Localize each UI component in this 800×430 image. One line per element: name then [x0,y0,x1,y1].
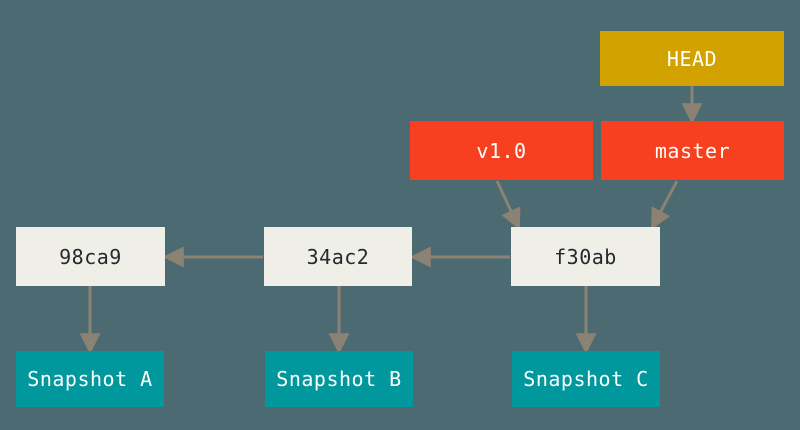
node-snapC[interactable]: Snapshot C [512,351,660,407]
node-c34ac2[interactable]: 34ac2 [264,227,412,286]
node-label-snapB: Snapshot B [276,367,402,391]
node-snapB[interactable]: Snapshot B [265,351,413,407]
arrow-master-to-f30ab [651,180,679,230]
node-label-c98ca9: 98ca9 [59,244,122,269]
node-head[interactable]: HEAD [600,31,784,86]
node-label-v10: v1.0 [476,138,527,163]
node-label-snapC: Snapshot C [523,367,649,391]
node-label-master: master [654,138,731,163]
node-label-c34ac2: 34ac2 [306,244,370,269]
node-label-head: HEAD [666,46,718,71]
node-v10[interactable]: v1.0 [410,121,593,180]
arrow-v10-to-f30ab [495,180,521,230]
node-master[interactable]: master [601,121,784,180]
node-label-snapA: Snapshot A [27,367,153,391]
node-snapA[interactable]: Snapshot A [16,351,164,407]
node-c98ca9[interactable]: 98ca9 [16,227,165,286]
node-label-cf30ab: f30ab [554,244,617,269]
node-cf30ab[interactable]: f30ab [511,227,660,286]
